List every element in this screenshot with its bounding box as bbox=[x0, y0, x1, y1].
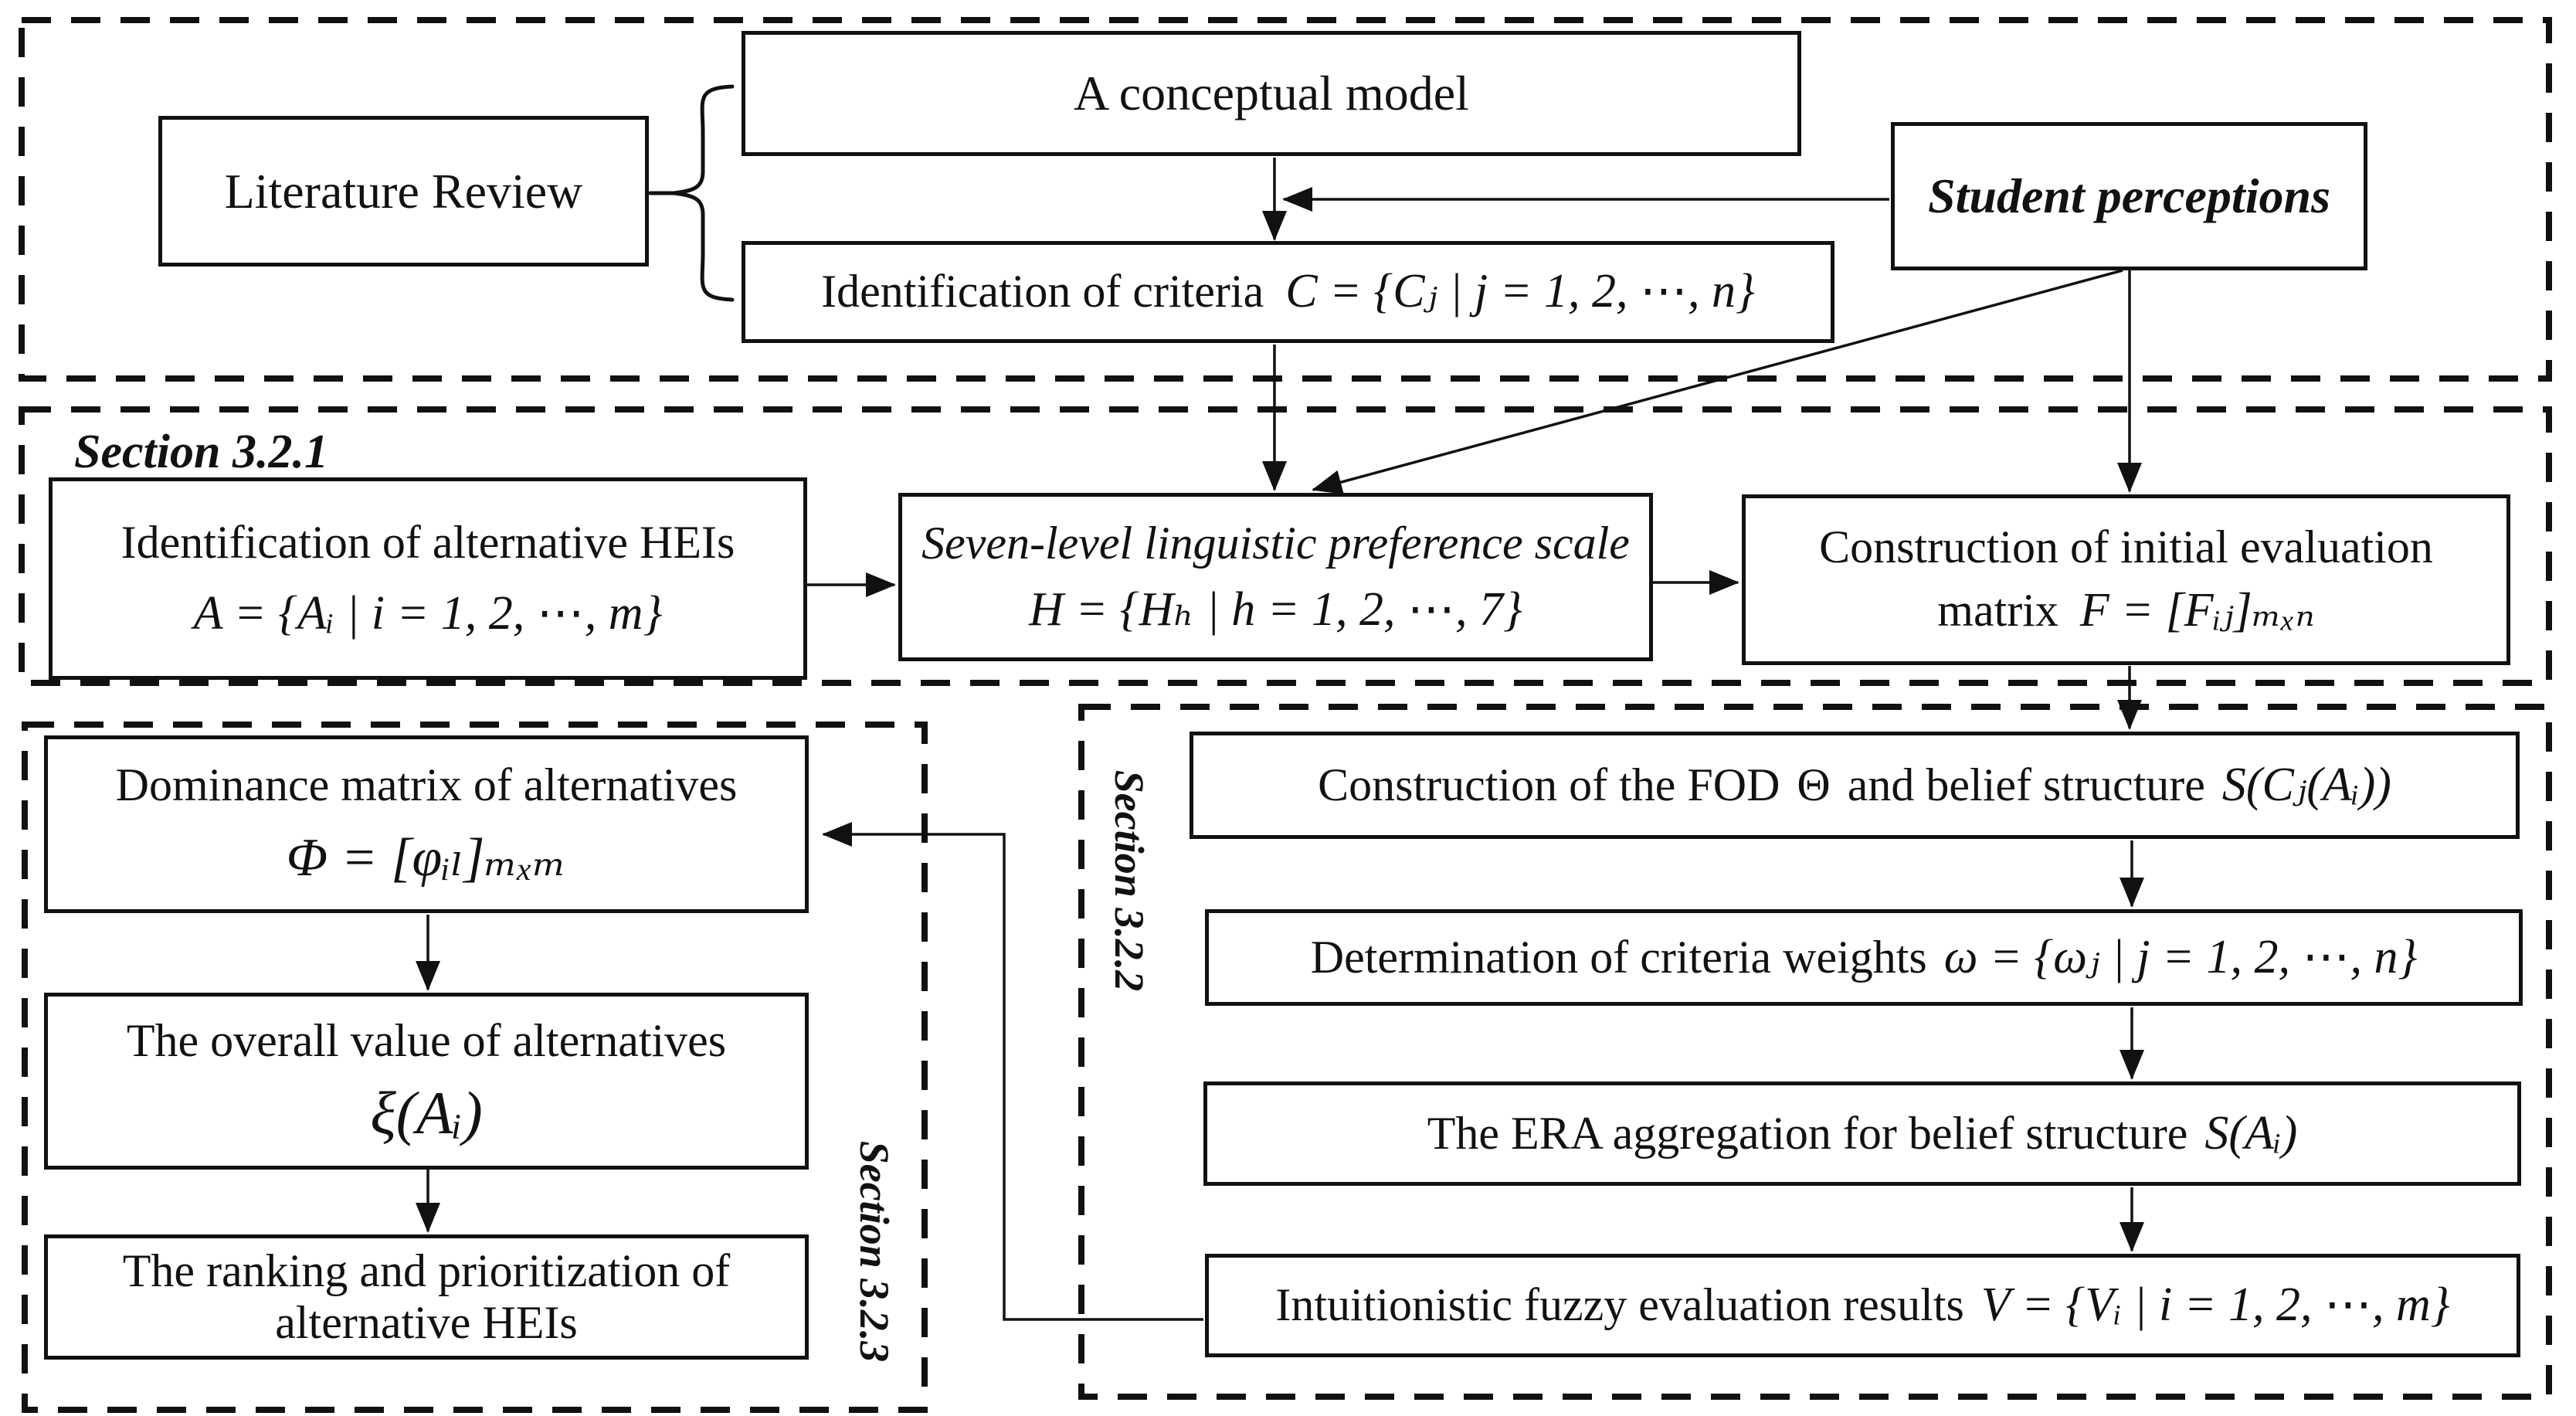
fod-formula: S(Cⱼ(Aᵢ)) bbox=[2221, 758, 2391, 811]
box-identification-criteria: Identification of criteria C = {Cⱼ | j =… bbox=[742, 241, 1834, 343]
dominance-matrix-formula: Φ = [φᵢₗ]ₘₓₘ bbox=[286, 828, 567, 888]
box-ranking-prioritization: The ranking and prioritization of altern… bbox=[44, 1234, 809, 1360]
era-aggregation-formula: S(Aᵢ) bbox=[2204, 1106, 2298, 1160]
section-3-2-2-label: Section 3.2.2 bbox=[1098, 734, 1160, 1027]
section-3-2-3-text: Section 3.2.3 bbox=[851, 1140, 898, 1363]
fuzzy-evaluation-formula: V = {Vᵢ | i = 1, 2, ⋯, m} bbox=[1980, 1278, 2450, 1332]
student-perceptions-label: Student perceptions bbox=[1928, 168, 2330, 224]
linguistic-scale-formula: H = {Hₕ | h = 1, 2, ⋯, 7} bbox=[1029, 582, 1522, 636]
box-dominance-matrix: Dominance matrix of alternatives Φ = [φᵢ… bbox=[44, 735, 809, 913]
initial-evaluation-matrix-formula: F = [Fᵢⱼ]ₘₓₙ bbox=[2079, 584, 2315, 637]
section-3-2-3-label: Section 3.2.3 bbox=[843, 1105, 905, 1398]
section-3-2-2-frame bbox=[1078, 704, 2552, 1400]
conceptual-model-label: A conceptual model bbox=[1074, 66, 1469, 121]
initial-evaluation-matrix-word: matrix bbox=[1937, 585, 2058, 637]
section-3-2-1-text: Section 3.2.1 bbox=[74, 425, 328, 478]
box-initial-evaluation-matrix: Construction of initial evaluation matri… bbox=[1742, 494, 2510, 665]
box-student-perceptions: Student perceptions bbox=[1891, 122, 2367, 270]
criteria-weights-formula: ω = {ωⱼ | j = 1, 2, ⋯, n} bbox=[1943, 930, 2418, 983]
initial-evaluation-matrix-title: Construction of initial evaluation bbox=[1819, 521, 2433, 573]
section-3-2-2-text: Section 3.2.2 bbox=[1106, 769, 1152, 992]
fod-text-1: Construction of the FOD bbox=[1318, 759, 1780, 810]
box-alternative-heis: Identification of alternative HEIs A = {… bbox=[49, 477, 807, 680]
criteria-weights-text: Determination of criteria weights bbox=[1310, 931, 1927, 983]
fod-theta-symbol: Θ bbox=[1797, 759, 1831, 810]
fod-text-2: and belief structure bbox=[1847, 759, 2205, 810]
box-overall-value: The overall value of alternatives ξ(Aᵢ) bbox=[44, 993, 809, 1170]
ranking-line-1: The ranking and prioritization of bbox=[122, 1245, 731, 1296]
box-fuzzy-evaluation-results: Intuitionistic fuzzy evaluation results … bbox=[1205, 1254, 2520, 1357]
identification-criteria-formula: C = {Cⱼ | j = 1, 2, ⋯, n} bbox=[1285, 265, 1755, 318]
brace-literature-review bbox=[648, 84, 735, 302]
era-aggregation-text: The ERA aggregation for belief structure bbox=[1427, 1107, 2188, 1159]
alternative-heis-formula: A = {Aᵢ | i = 1, 2, ⋯, m} bbox=[193, 586, 663, 640]
linguistic-scale-title: Seven-level linguistic preference scale bbox=[921, 517, 1630, 569]
section-3-2-1-label: Section 3.2.1 bbox=[74, 421, 538, 483]
box-linguistic-scale: Seven-level linguistic preference scale … bbox=[898, 493, 1653, 661]
literature-review-label: Literature Review bbox=[224, 163, 583, 219]
section-3-2-1-frame bbox=[19, 406, 2552, 686]
dominance-matrix-title: Dominance matrix of alternatives bbox=[115, 759, 738, 811]
box-fod-belief-structure: Construction of the FOD Θ and belief str… bbox=[1190, 732, 2520, 839]
box-conceptual-model: A conceptual model bbox=[742, 31, 1801, 156]
section-3-2-3-frame bbox=[22, 722, 928, 1413]
box-literature-review: Literature Review bbox=[158, 116, 649, 267]
alternative-heis-title: Identification of alternative HEIs bbox=[120, 516, 735, 568]
overall-value-title: The overall value of alternatives bbox=[126, 1015, 727, 1067]
arrow-student-to-scale-diagonal bbox=[1312, 269, 2123, 494]
box-era-aggregation: The ERA aggregation for belief structure… bbox=[1203, 1082, 2521, 1186]
ranking-line-2: alternative HEIs bbox=[275, 1297, 578, 1348]
identification-criteria-label: Identification of criteria bbox=[821, 266, 1264, 317]
fuzzy-evaluation-text: Intuitionistic fuzzy evaluation results bbox=[1275, 1279, 1964, 1331]
arrow-ifs-to-dominance bbox=[822, 822, 1203, 1321]
box-criteria-weights: Determination of criteria weights ω = {ω… bbox=[1205, 909, 2523, 1006]
overall-value-formula: ξ(Aᵢ) bbox=[370, 1079, 483, 1147]
top-section-frame bbox=[19, 17, 2552, 382]
